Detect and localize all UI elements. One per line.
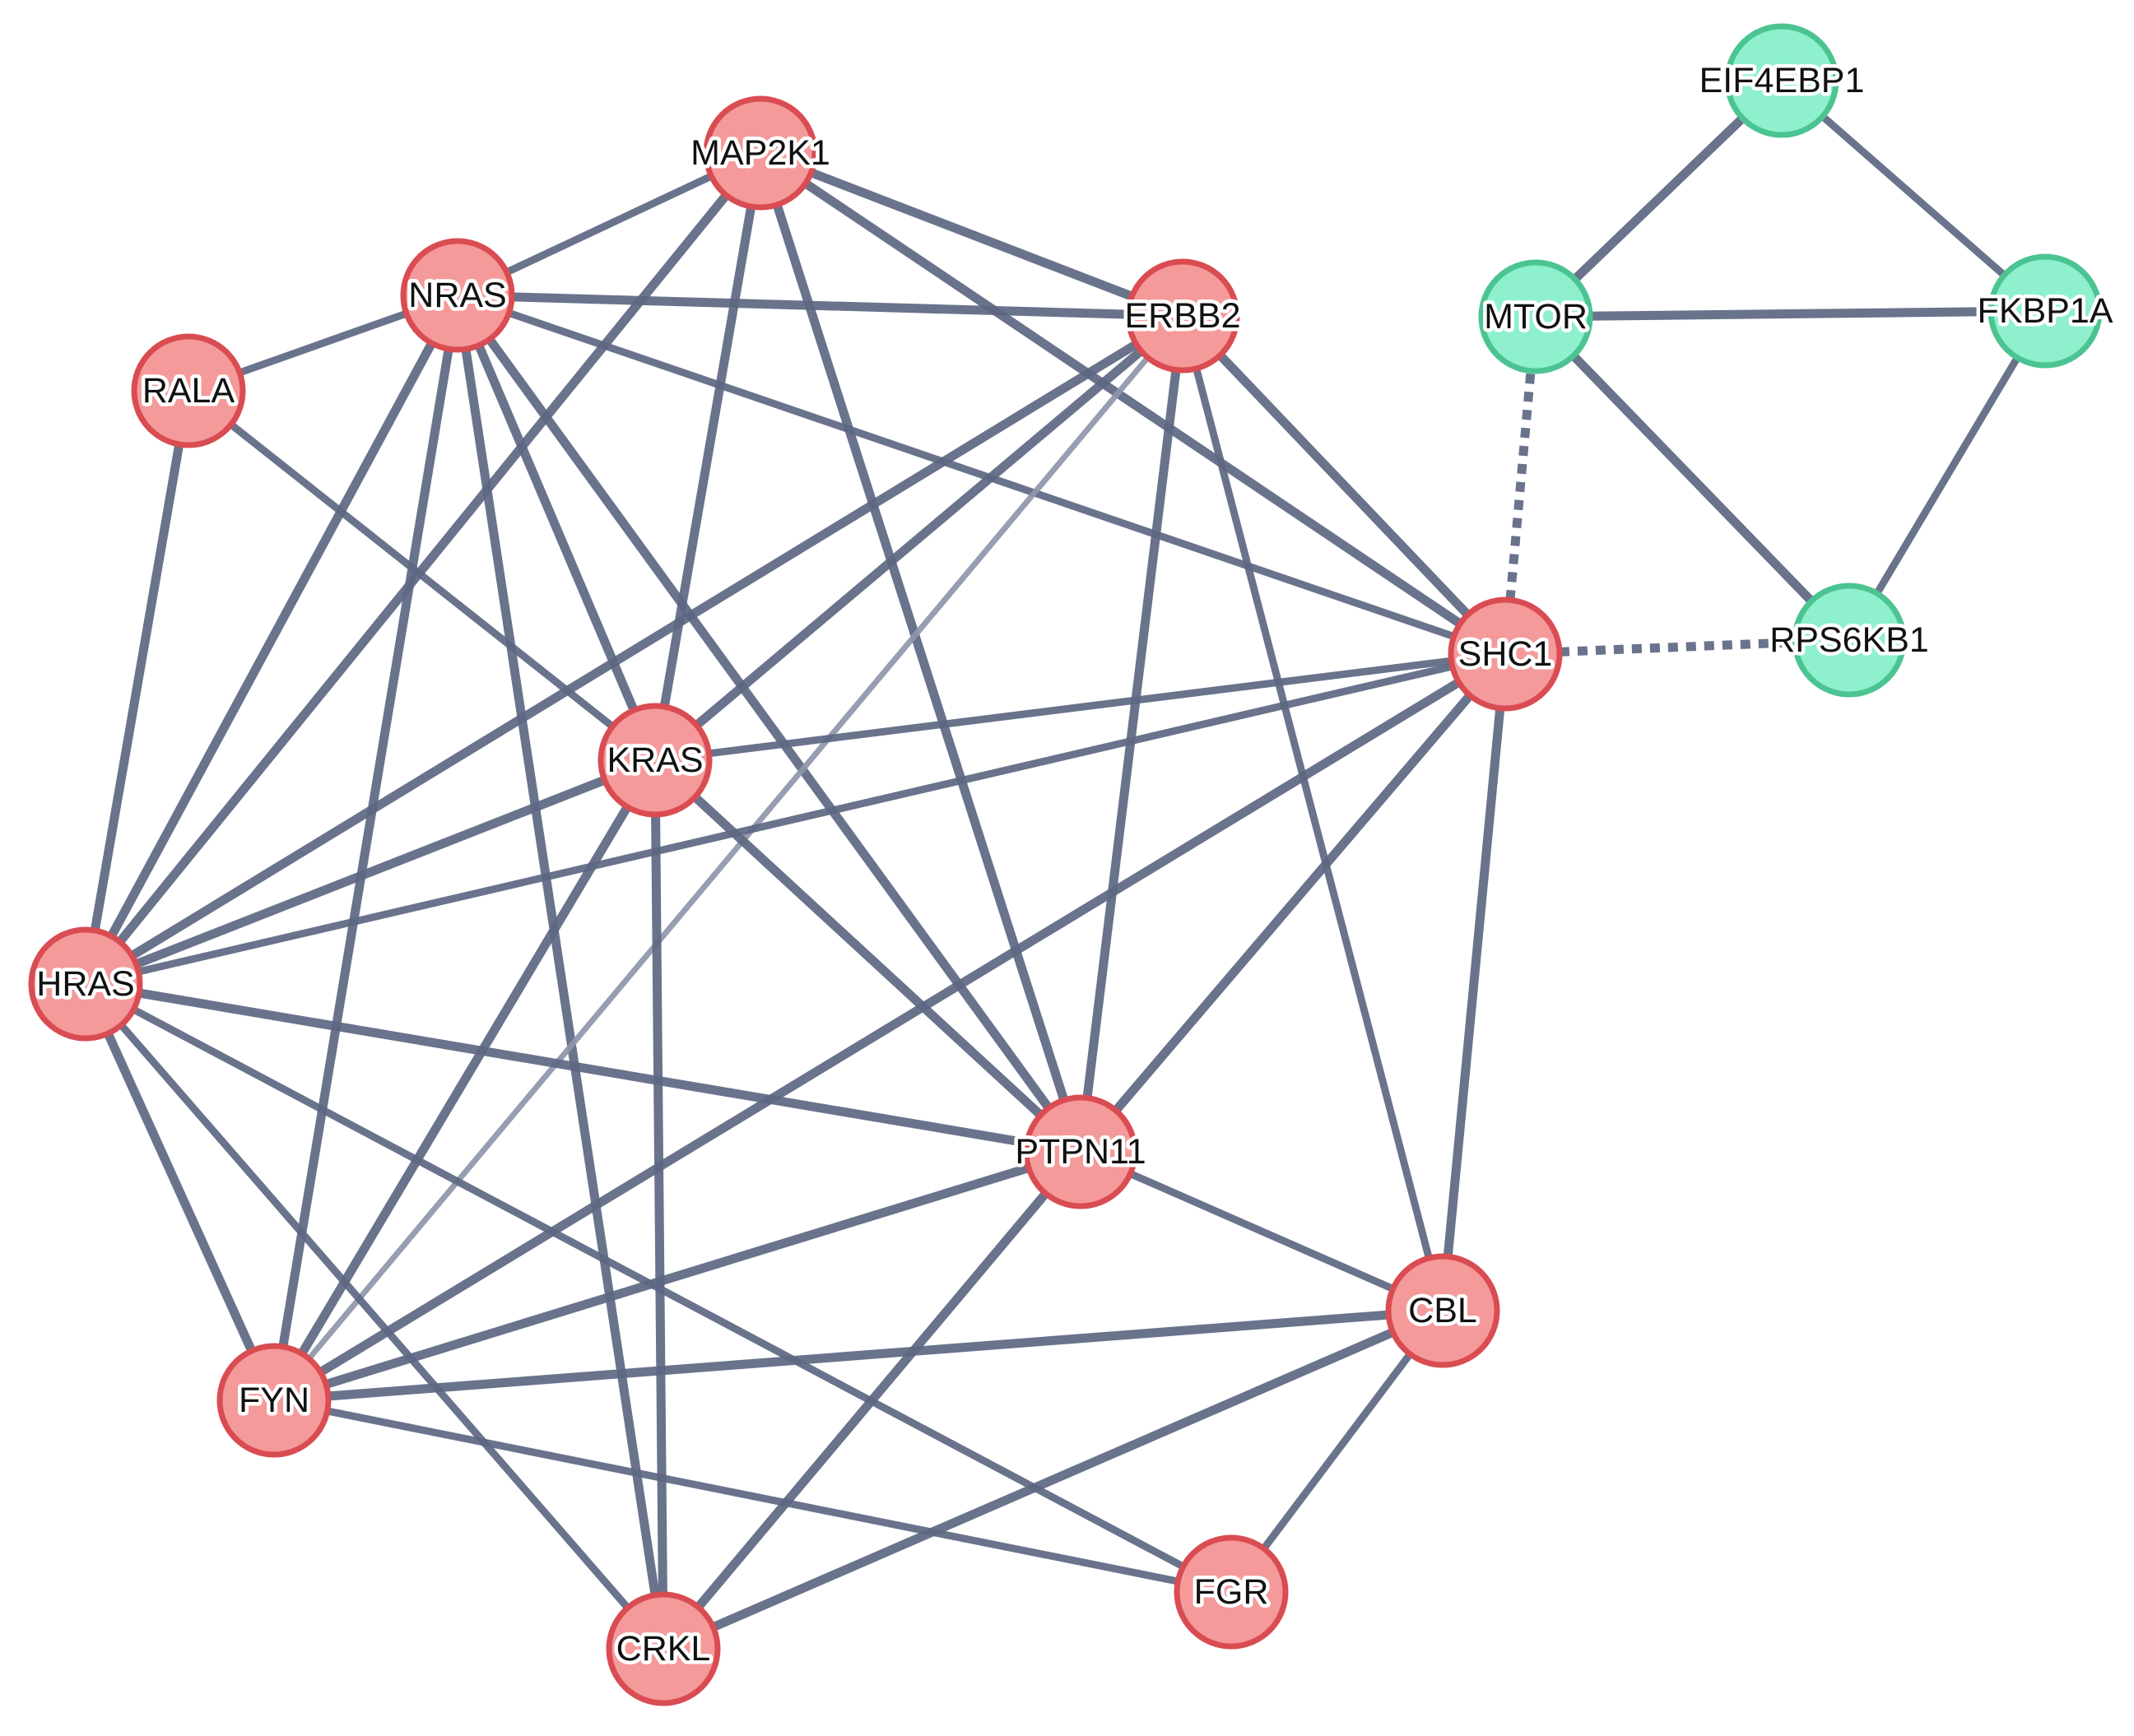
node-circle[interactable]: [1023, 1094, 1138, 1209]
node-circle[interactable]: [216, 1343, 332, 1458]
edge-hras-fgr: [83, 981, 1234, 1595]
node-label: CRKL: [616, 1629, 711, 1669]
node-cbl[interactable]: CBL: [1385, 1253, 1500, 1368]
edge-nras-fyn: [269, 295, 463, 1401]
node-crkl[interactable]: CRKL: [606, 1591, 721, 1706]
node-label: SHC1: [1458, 634, 1553, 674]
node-erbb2[interactable]: ERBB2: [1121, 258, 1244, 374]
edge-kras-shc1: [654, 650, 1506, 764]
edge-rala-hras: [81, 390, 193, 985]
node-circle[interactable]: [606, 1591, 721, 1706]
edge-nras-crkl: [453, 295, 668, 1650]
edge-kras-ptpn11: [652, 756, 1084, 1156]
edge-nras-ptpn11: [453, 292, 1085, 1155]
edge-rala-kras: [186, 388, 658, 764]
node-fkbp1a[interactable]: FKBP1A: [1974, 253, 2117, 369]
edge-nras-erbb2: [457, 290, 1183, 321]
node-label: HRAS: [36, 964, 134, 1004]
node-circle[interactable]: [703, 95, 818, 211]
node-nras[interactable]: NRAS: [400, 238, 515, 353]
node-circle[interactable]: [28, 926, 143, 1042]
network-edges: [81, 77, 2048, 1654]
edge-fyn-fgr: [273, 1396, 1232, 1596]
node-circle[interactable]: [131, 333, 246, 448]
edge-cbl-crkl: [661, 1306, 1445, 1654]
node-label: PTPN11: [1015, 1132, 1146, 1172]
node-ptpn11[interactable]: PTPN11: [1011, 1094, 1150, 1209]
node-fyn[interactable]: FYN: [216, 1343, 332, 1458]
edge-kras-hras: [83, 755, 658, 989]
edge-kras-crkl: [650, 759, 668, 1650]
node-label: MTOR: [1484, 297, 1588, 337]
node-circle[interactable]: [400, 238, 515, 353]
node-circle[interactable]: [1792, 583, 1907, 698]
node-circle[interactable]: [1988, 253, 2103, 369]
edge-map2k1-hras: [81, 150, 765, 987]
edge-nras-kras: [453, 293, 660, 763]
edge-hras-ptpn11: [85, 979, 1081, 1157]
node-circle[interactable]: [597, 703, 713, 818]
edge-fkbp1a-rps6kb1: [1846, 309, 2048, 643]
node-label: EIF4EBP1: [1699, 61, 1865, 100]
edge-shc1-ptpn11: [1076, 651, 1509, 1155]
edge-shc1-rps6kb1: [1504, 635, 1850, 659]
edge-hras-crkl: [82, 982, 667, 1651]
edge-mtor-fkbp1a: [1535, 306, 2046, 322]
edge-cbl-fyn: [273, 1306, 1444, 1405]
node-label: FYN: [239, 1381, 309, 1420]
node-label: CBL: [1408, 1291, 1477, 1330]
edge-cbl-fgr: [1228, 1308, 1446, 1594]
edge-erbb2-ptpn11: [1076, 315, 1188, 1153]
edge-erbb2-fyn: [272, 313, 1185, 1403]
node-map2k1[interactable]: MAP2K1: [687, 95, 834, 211]
edge-shc1-hras: [84, 650, 1507, 988]
edge-mtor-rps6kb1: [1532, 313, 1853, 643]
node-shc1[interactable]: SHC1: [1448, 596, 1563, 712]
node-label: RPS6KB1: [1769, 620, 1929, 660]
edge-map2k1-ptpn11: [756, 151, 1086, 1153]
edge-ptpn11-fyn: [272, 1147, 1082, 1405]
edge-erbb2-cbl: [1179, 314, 1447, 1312]
edge-hras-fyn: [81, 982, 279, 1403]
node-label: RALA: [142, 371, 235, 411]
node-label: MAP2K1: [690, 133, 830, 173]
node-fgr[interactable]: FGR: [1174, 1534, 1289, 1650]
node-eif4ebp1[interactable]: EIF4EBP1: [1695, 23, 1868, 138]
edge-shc1-fyn: [272, 650, 1508, 1404]
node-kras[interactable]: KRAS: [597, 703, 713, 818]
node-rps6kb1[interactable]: RPS6KB1: [1766, 583, 1932, 698]
node-label: ERBB2: [1124, 296, 1240, 336]
node-hras[interactable]: HRAS: [28, 926, 143, 1042]
node-label: NRAS: [408, 276, 506, 315]
node-circle[interactable]: [1478, 259, 1593, 374]
edge-ptpn11-cbl: [1079, 1148, 1444, 1315]
node-label: FGR: [1194, 1572, 1269, 1612]
node-label: KRAS: [607, 740, 703, 780]
node-circle[interactable]: [1448, 596, 1563, 712]
node-circle[interactable]: [1125, 258, 1240, 374]
edge-nras-shc1: [456, 291, 1507, 658]
node-rala[interactable]: RALA: [131, 333, 246, 448]
edge-erbb2-kras: [652, 312, 1186, 764]
edge-map2k1-erbb2: [759, 148, 1184, 321]
node-mtor[interactable]: MTOR: [1478, 259, 1593, 374]
edge-map2k1-shc1: [757, 149, 1509, 658]
edge-eif4ebp1-fkbp1a: [1779, 77, 2048, 314]
node-circle[interactable]: [1385, 1253, 1500, 1368]
edge-nras-hras: [81, 293, 462, 986]
edge-ptpn11-crkl: [659, 1149, 1085, 1652]
edge-shc1-cbl: [1438, 653, 1510, 1311]
node-circle[interactable]: [1724, 23, 1839, 138]
edge-map2k1-kras: [650, 152, 765, 761]
edge-erbb2-shc1: [1179, 313, 1509, 657]
node-label: FKBP1A: [1978, 291, 2113, 331]
edge-erbb2-hras: [83, 312, 1185, 988]
node-circle[interactable]: [1174, 1534, 1289, 1650]
